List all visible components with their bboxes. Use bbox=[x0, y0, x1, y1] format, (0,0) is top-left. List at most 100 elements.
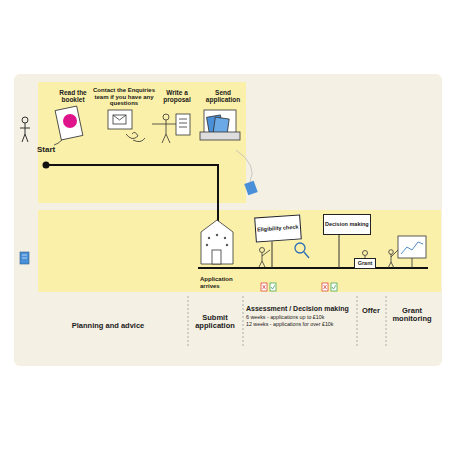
office-building-part bbox=[224, 237, 226, 239]
flying-application bbox=[244, 181, 258, 196]
writer-icon-part bbox=[166, 134, 170, 143]
sign-poles-part bbox=[339, 235, 340, 268]
phase-label: Planning and advice bbox=[48, 322, 168, 330]
writer-icon-part bbox=[179, 123, 187, 124]
checker-figure bbox=[259, 248, 270, 268]
printer-icon bbox=[200, 110, 240, 140]
booklet-icon-part bbox=[54, 140, 62, 145]
office-building-part bbox=[201, 220, 233, 264]
phase-label: Offer bbox=[357, 307, 385, 315]
monitoring-chart bbox=[388, 236, 426, 268]
monitoring-chart-part bbox=[388, 262, 391, 268]
writer-icon bbox=[152, 114, 190, 143]
arrival-label: Application arrives bbox=[200, 276, 246, 289]
phase-label: Submit application bbox=[189, 314, 241, 331]
booklet-icon-part bbox=[63, 114, 77, 128]
monitoring-chart-part bbox=[391, 262, 394, 268]
printer-icon-part bbox=[200, 132, 240, 140]
start-dot bbox=[43, 162, 50, 169]
office-building-part bbox=[208, 237, 210, 239]
monitoring-chart-part bbox=[401, 242, 423, 254]
sign-text: Eligibility check bbox=[257, 224, 299, 233]
enquiries-icon-part bbox=[108, 110, 132, 129]
start-label: Start bbox=[37, 146, 67, 155]
background-panel bbox=[14, 74, 442, 366]
step-label: Contact the Enquiries team if you have a… bbox=[93, 87, 155, 107]
enquiries-icon-part bbox=[113, 115, 126, 120]
writer-icon-part bbox=[179, 127, 187, 128]
phase-label: Assessment / Decision making bbox=[246, 305, 358, 313]
phase-separators bbox=[188, 296, 386, 346]
office-building-part bbox=[206, 244, 208, 246]
document-icon-part bbox=[20, 252, 29, 264]
applicant-icon-part bbox=[25, 134, 28, 142]
enquiries-icon-part bbox=[133, 138, 145, 142]
outcome-cards-part bbox=[324, 285, 327, 289]
sign-board: Decision making bbox=[323, 214, 371, 235]
monitoring-chart-part bbox=[398, 236, 426, 258]
booklet-icon-part bbox=[55, 106, 83, 140]
phase-separators-part bbox=[357, 296, 358, 346]
phase-label: Grant monitoring bbox=[387, 307, 437, 324]
outcome-cards-part bbox=[332, 285, 336, 289]
applicant-icon-part bbox=[22, 117, 28, 123]
outcome-cards-part bbox=[322, 283, 328, 291]
step-label: Write a proposal bbox=[159, 89, 195, 103]
outcome-cards bbox=[261, 283, 337, 291]
applicant-icon-part bbox=[20, 128, 30, 129]
magnifier-icon-part bbox=[295, 243, 305, 253]
duration-note: 12 weeks - applications for over £10k bbox=[246, 322, 358, 328]
sign-text: Grant bbox=[358, 261, 373, 267]
planning-band bbox=[38, 82, 246, 203]
checker-figure-part bbox=[262, 253, 263, 261]
sign-board: Eligibility check bbox=[254, 214, 301, 242]
booklet-icon bbox=[54, 106, 83, 145]
enquiries-icon-part bbox=[113, 115, 126, 124]
monitoring-chart-part bbox=[391, 254, 392, 262]
monitoring-chart-part bbox=[412, 258, 413, 268]
checker-figure-part bbox=[260, 248, 265, 253]
checker-figure-part bbox=[262, 261, 265, 267]
office-building bbox=[201, 220, 233, 264]
phase-separators-part bbox=[188, 296, 189, 346]
monitoring-chart-part bbox=[389, 250, 394, 255]
timeline-part bbox=[46, 165, 218, 228]
magnifier-icon bbox=[295, 243, 309, 258]
outcome-cards-part bbox=[263, 285, 266, 289]
writer-icon-part bbox=[163, 114, 169, 120]
send-arc bbox=[236, 150, 252, 182]
writer-icon-part bbox=[166, 120, 167, 134]
office-building-part bbox=[212, 250, 221, 264]
sign-text: Decision making bbox=[325, 222, 369, 228]
phase-separators-part bbox=[243, 296, 244, 346]
applicant-icon-part bbox=[22, 134, 25, 142]
checker-figure-part bbox=[259, 261, 262, 267]
writer-icon-part bbox=[162, 134, 166, 143]
step-label: Send application bbox=[205, 89, 241, 103]
timeline bbox=[46, 165, 428, 268]
applicant-icon bbox=[20, 117, 30, 142]
enquiries-icon bbox=[108, 110, 145, 142]
writer-icon-part bbox=[176, 114, 190, 135]
sign-board: Grant bbox=[354, 258, 376, 269]
writer-icon-part bbox=[179, 119, 187, 120]
duration-note: 6 weeks - applications up to £10k bbox=[246, 315, 358, 321]
assessment-band bbox=[38, 210, 441, 292]
office-building-part bbox=[216, 234, 218, 236]
outcome-cards-part bbox=[331, 283, 337, 291]
step-label: Read the booklet bbox=[53, 89, 93, 103]
document-icon-part bbox=[22, 255, 27, 256]
document-icon-part bbox=[22, 258, 27, 259]
office-building-part bbox=[226, 244, 228, 246]
monitoring-chart-part bbox=[391, 250, 398, 257]
grant-figure-part bbox=[363, 251, 368, 256]
document-icon bbox=[20, 252, 29, 264]
outcome-cards-part bbox=[270, 283, 276, 291]
sign-poles-part bbox=[272, 241, 273, 268]
checker-figure-part bbox=[262, 250, 270, 256]
outcome-cards-part bbox=[271, 285, 275, 289]
enquiries-icon-part bbox=[126, 132, 138, 138]
phase-separators-part bbox=[386, 296, 387, 346]
